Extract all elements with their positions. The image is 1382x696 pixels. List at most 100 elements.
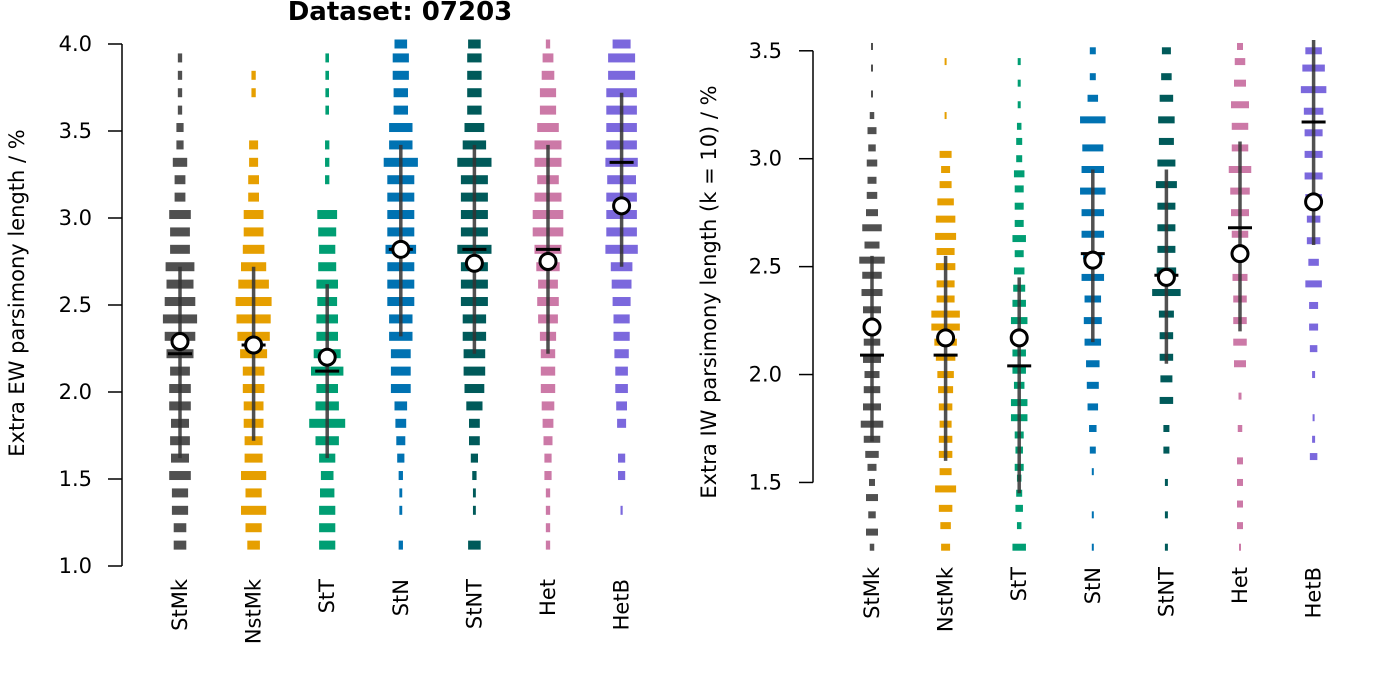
distribution-bar-StT — [325, 70, 329, 80]
distribution-bar-Het — [1237, 478, 1243, 486]
mean-point-StT — [317, 347, 337, 367]
distribution-bar-StT — [1013, 170, 1025, 178]
distribution-bar-NstMk — [939, 468, 952, 476]
distribution-bar-NstMk — [243, 227, 264, 237]
distribution-bar-StMk — [865, 450, 879, 458]
distribution-bar-Het — [1237, 522, 1243, 530]
distribution-bar-StN — [394, 39, 408, 49]
distribution-bar-StMk — [170, 227, 190, 237]
distribution-bar-StNT — [1164, 543, 1168, 551]
category-label-StT: StT — [1007, 567, 1031, 602]
distribution-bar-StT — [1014, 250, 1024, 258]
distribution-bar-NstMk — [938, 504, 953, 512]
distribution-bar-NstMk — [245, 523, 262, 533]
y-tick-label: 2.5 — [59, 293, 92, 317]
distribution-bar-HetB — [616, 401, 627, 411]
distribution-bar-StN — [390, 349, 411, 359]
distribution-bar-StMk — [869, 478, 875, 486]
distribution-bar-HetB — [1312, 435, 1316, 443]
distribution-bar-StT — [325, 53, 329, 63]
distribution-bar-StT — [1016, 137, 1023, 145]
y-tick-label: 1.5 — [749, 470, 782, 494]
distribution-bar-StMk — [171, 505, 189, 515]
distribution-bar-StT — [319, 505, 336, 515]
distribution-bar-HetB — [617, 418, 627, 428]
distribution-bar-StT — [320, 471, 334, 481]
y-tick-label: 2.0 — [59, 380, 92, 404]
distribution-bar-StT — [1012, 543, 1026, 551]
distribution-bar-StMk — [866, 528, 878, 536]
distribution-bar-StMk — [177, 105, 183, 115]
distribution-bar-StMk — [169, 471, 191, 481]
distribution-bar-StMk — [867, 176, 877, 184]
distribution-bar-StMk — [871, 90, 873, 98]
distribution-bar-StN — [1080, 116, 1106, 124]
distribution-bar-StT — [1017, 101, 1021, 109]
distribution-bar-Het — [544, 471, 552, 481]
distribution-bar-StN — [396, 436, 406, 446]
distribution-bar-StN — [392, 70, 409, 80]
distribution-bar-HetB — [615, 366, 628, 376]
distribution-bar-StT — [1016, 155, 1023, 163]
distribution-bar-HetB — [618, 471, 626, 481]
distribution-bar-StN — [398, 540, 403, 550]
category-label-StMk: StMk — [860, 566, 884, 619]
distribution-bar-StT — [1013, 267, 1025, 275]
distribution-bar-StT — [320, 488, 335, 498]
category-label-HetB: HetB — [610, 579, 634, 630]
distribution-bar-HetB — [608, 70, 636, 80]
category-label-Het: Het — [1228, 567, 1252, 604]
distribution-bar-NstMk — [241, 471, 267, 481]
distribution-bar-StT — [1014, 185, 1024, 193]
distribution-bar-StMk — [867, 463, 877, 471]
distribution-bar-StNT — [470, 453, 478, 463]
distribution-bar-StT — [1017, 58, 1021, 66]
distribution-bar-NstMk — [249, 140, 259, 150]
distribution-bar-Het — [545, 523, 551, 533]
distribution-bar-HetB — [1312, 371, 1316, 379]
distribution-bar-StNT — [468, 39, 481, 49]
distribution-bar-Het — [542, 53, 554, 63]
distribution-bar-StNT — [1161, 73, 1172, 81]
distribution-bar-StNT — [1159, 396, 1174, 404]
distribution-bar-NstMk — [241, 505, 267, 515]
distribution-bar-StNT — [1163, 425, 1170, 432]
distribution-bar-StNT — [467, 53, 482, 63]
distribution-bar-HetB — [1305, 280, 1322, 288]
y-tick-label: 1.0 — [59, 554, 92, 578]
distribution-bar-StT — [1014, 202, 1024, 210]
distribution-bar-Het — [539, 88, 557, 98]
distribution-bar-Het — [544, 453, 552, 463]
distribution-bar-HetB — [1309, 345, 1318, 353]
distribution-bar-Het — [1231, 122, 1249, 130]
distribution-bar-StNT — [1158, 137, 1174, 145]
distribution-bar-StT — [1014, 219, 1024, 227]
distribution-bar-StMk — [864, 241, 880, 249]
distribution-bar-StT — [318, 262, 337, 272]
distribution-bar-StN — [393, 88, 408, 98]
y-tick-label: 3.0 — [749, 147, 782, 171]
distribution-bar-Het — [541, 70, 555, 80]
distribution-bar-StN — [1082, 144, 1104, 152]
distribution-bar-StN — [1087, 403, 1099, 411]
distribution-bar-Het — [1237, 457, 1243, 465]
distribution-bar-StNT — [472, 471, 477, 481]
distribution-bar-StNT — [468, 540, 481, 550]
distribution-bar-Het — [545, 488, 551, 498]
distribution-bar-StT — [325, 175, 330, 185]
y-axis-label: Extra IW parsimony length (k = 10) / % — [697, 85, 721, 498]
mean-point-HetB — [612, 196, 632, 216]
y-tick-label: 1.5 — [59, 467, 92, 491]
distribution-bar-Het — [540, 384, 556, 394]
distribution-bar-Het — [1234, 360, 1246, 368]
distribution-bar-StN — [1091, 543, 1094, 551]
distribution-bar-StMk — [862, 224, 882, 232]
distribution-bar-StMk — [867, 127, 877, 135]
distribution-bar-StMk — [866, 159, 878, 167]
distribution-bar-StN — [393, 105, 408, 115]
distribution-bar-StMk — [871, 42, 873, 50]
y-tick-label: 2.0 — [749, 363, 782, 387]
distribution-bar-StMk — [177, 53, 183, 63]
